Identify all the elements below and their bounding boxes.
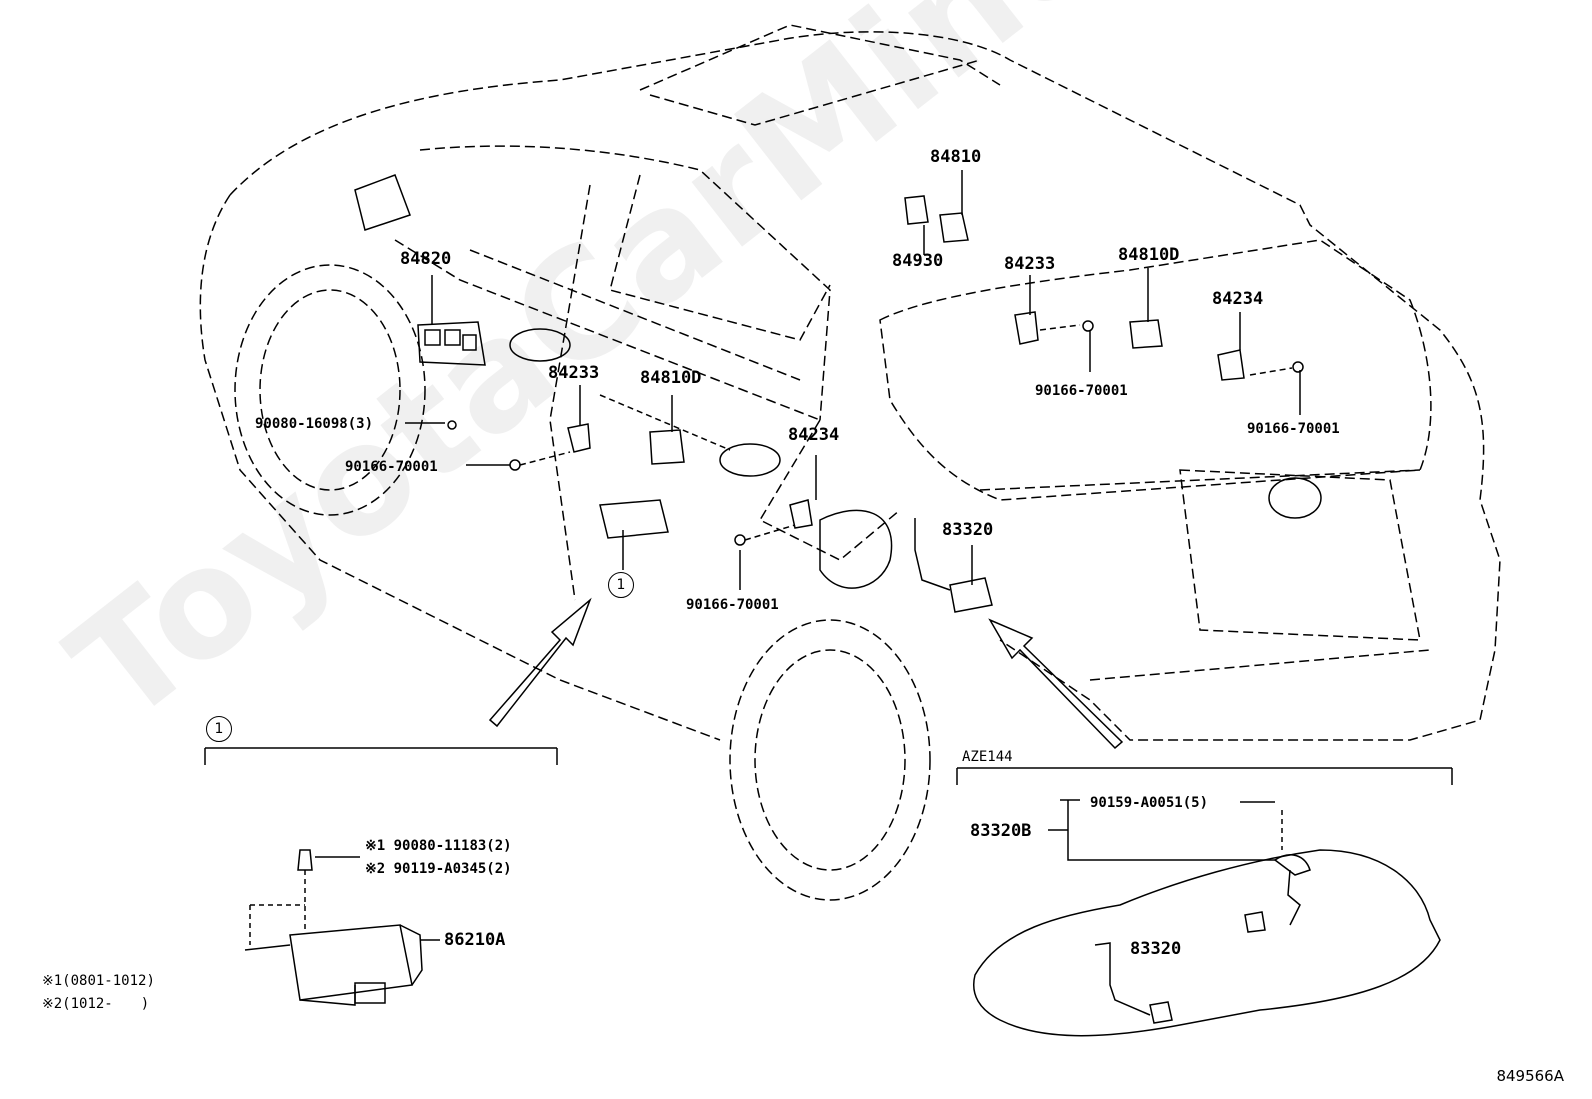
label-84234-rear: 84234 [1212, 289, 1264, 309]
label-84810D-rear: 84810D [1118, 245, 1180, 265]
label-90166-b: 90166-70001 [686, 597, 779, 613]
label-84233-rear: 84233 [1004, 254, 1056, 274]
screws [447, 320, 1304, 546]
fuel-tank-aze144 [973, 799, 1441, 1037]
label-83320B: 83320B [970, 821, 1032, 841]
part-unit-1 [599, 499, 669, 539]
part-84810-switch [939, 212, 969, 243]
label-90080-11183: ※1 90080-11183(2) [365, 838, 512, 854]
fastener-lines [519, 324, 1293, 541]
part-84233-front [567, 423, 591, 453]
label-90119-A0345: ※2 90119-A0345(2) [365, 861, 512, 877]
part-84810D-rear [1129, 319, 1163, 349]
view-arrow-left [488, 597, 592, 728]
variant-code: AZE144 [962, 749, 1013, 765]
label-83320: 83320 [942, 520, 994, 540]
ecu-86210A [244, 849, 440, 1006]
diagram-reference: 849566A [1496, 1067, 1564, 1085]
label-90166-d: 90166-70001 [1247, 421, 1340, 437]
note-1: ※1(0801-1012) [42, 973, 155, 989]
label-83320-tank: 83320 [1130, 939, 1182, 959]
rear-door-handle [719, 443, 781, 477]
fuel-lid [819, 509, 893, 589]
note-2: ※2(1012- ) [42, 996, 150, 1012]
part-84233-rear [1014, 311, 1039, 345]
part-84234-rear [1217, 349, 1245, 381]
leader-lines [405, 170, 1301, 590]
label-84820: 84820 [400, 249, 452, 269]
part-84820-switch [417, 321, 486, 366]
rear-wheel [729, 619, 931, 901]
part-84810D-front [649, 429, 685, 465]
front-wheel [234, 264, 426, 516]
rear-emblem [1268, 477, 1322, 519]
label-84234-front: 84234 [788, 425, 840, 445]
detail-1-heading-marker: 1 [206, 716, 232, 742]
aze144-bracket [956, 767, 1453, 785]
part-83320-sender [914, 518, 993, 613]
detail-1-marker: 1 [608, 572, 634, 598]
part-84930-switch [904, 195, 929, 225]
front-door-handle [509, 328, 571, 362]
part-84234-front [789, 499, 813, 529]
label-86210A: 86210A [444, 930, 506, 950]
label-84810D-front: 84810D [640, 368, 702, 388]
label-90080-16098: 90080-16098(3) [255, 416, 374, 432]
view-arrow-right [988, 618, 1124, 750]
label-90166-c: 90166-70001 [1035, 383, 1128, 399]
label-90166-a: 90166-70001 [345, 459, 438, 475]
label-84233-front: 84233 [548, 363, 600, 383]
body-outline [199, 24, 1501, 741]
label-84930: 84930 [892, 251, 944, 271]
label-90159: 90159-A0051(5) [1090, 795, 1209, 811]
detail-1-bracket [204, 747, 558, 765]
side-mirror [354, 174, 411, 231]
label-84810: 84810 [930, 147, 982, 167]
